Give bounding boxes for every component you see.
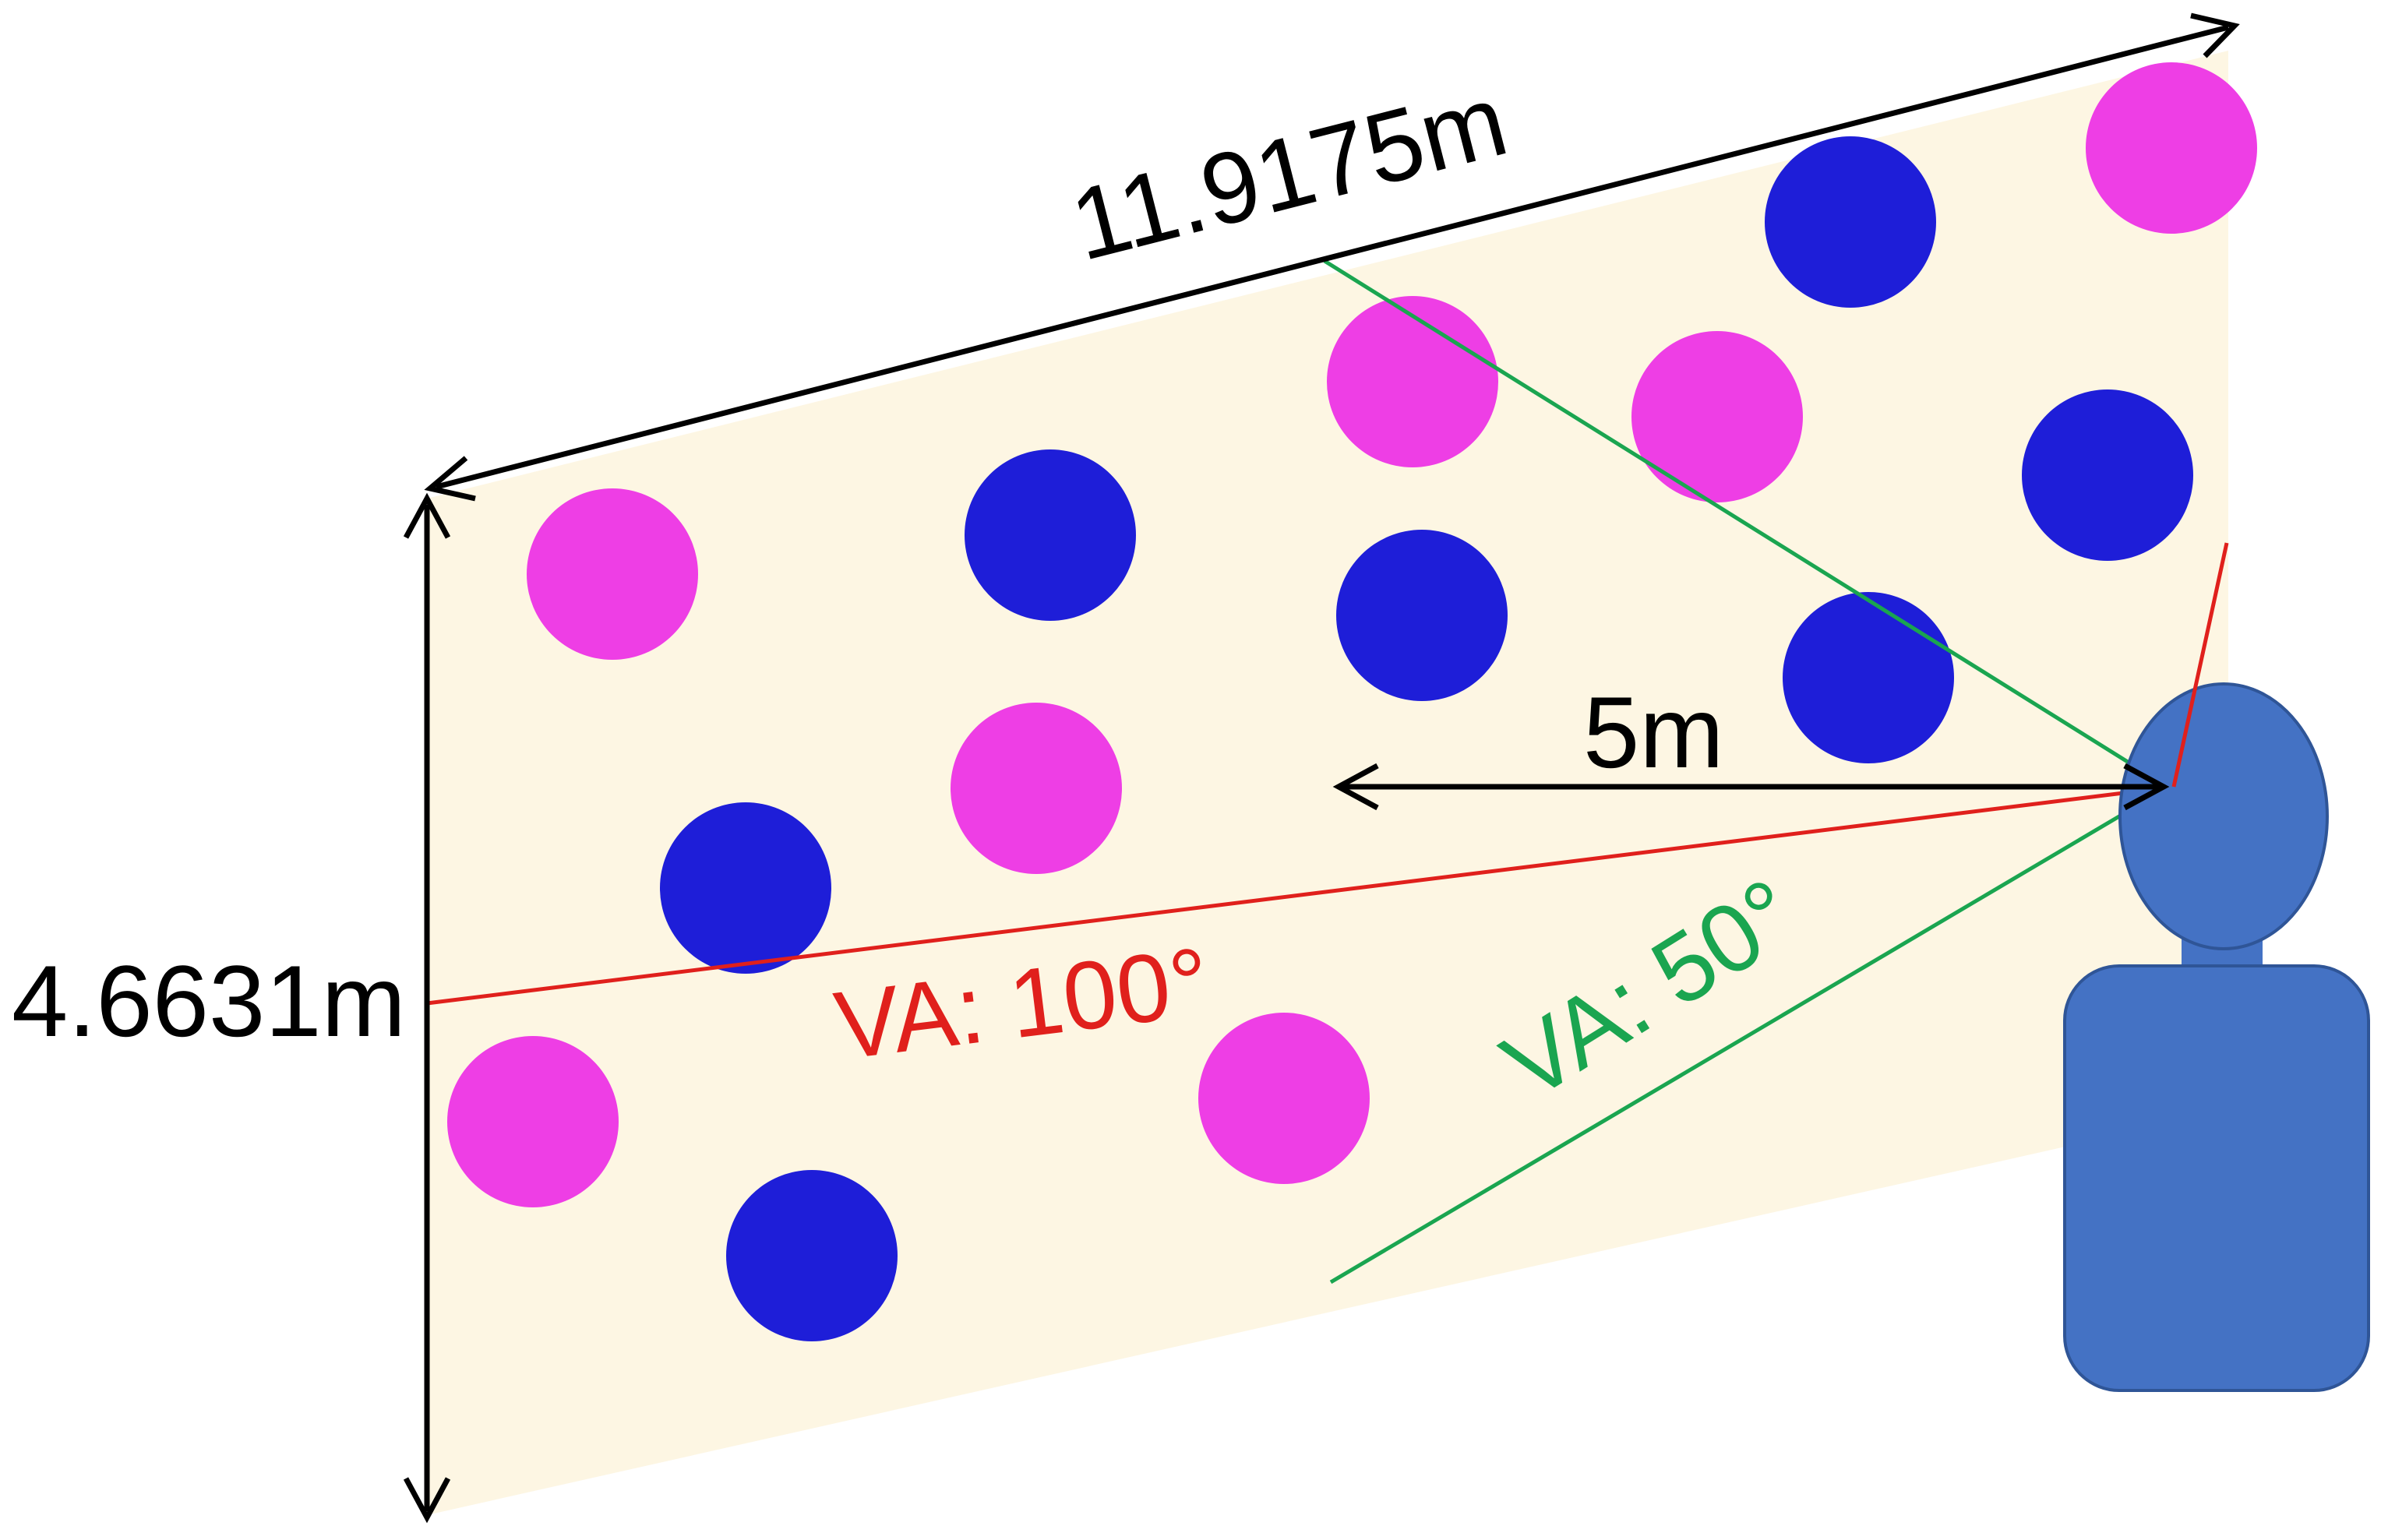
display-wall — [427, 51, 2228, 1515]
distance-arrow — [1332, 763, 2170, 811]
va100-center-line — [426, 784, 2175, 1006]
va50-lower-line — [1329, 804, 2138, 1285]
blue-dot — [1783, 592, 1954, 763]
magenta-dot — [1198, 1013, 1370, 1184]
blue-dot — [1336, 530, 1508, 701]
height-arrow — [403, 492, 451, 1524]
person-head — [2118, 682, 2329, 950]
blue-dot — [726, 1170, 898, 1341]
magenta-dot — [2086, 62, 2257, 234]
magenta-dot — [527, 488, 698, 660]
va50-upper-line — [1323, 259, 2138, 770]
blue-dot — [660, 802, 831, 974]
va100-upper-line — [2171, 542, 2229, 788]
magenta-dot — [951, 703, 1122, 874]
blue-dot — [1765, 136, 1936, 308]
person-body — [2063, 964, 2370, 1392]
target-dots — [447, 62, 2257, 1341]
magenta-dot — [447, 1036, 619, 1207]
height-label: 4.6631m — [12, 944, 406, 1058]
magenta-dot — [1631, 331, 1803, 502]
magenta-dot — [1327, 296, 1498, 467]
blue-dot — [2022, 389, 2193, 561]
width-arrow — [424, 12, 2240, 502]
viewer-person — [2063, 682, 2370, 1392]
blue-dot — [965, 449, 1136, 621]
distance-label: 5m — [1583, 675, 1724, 789]
